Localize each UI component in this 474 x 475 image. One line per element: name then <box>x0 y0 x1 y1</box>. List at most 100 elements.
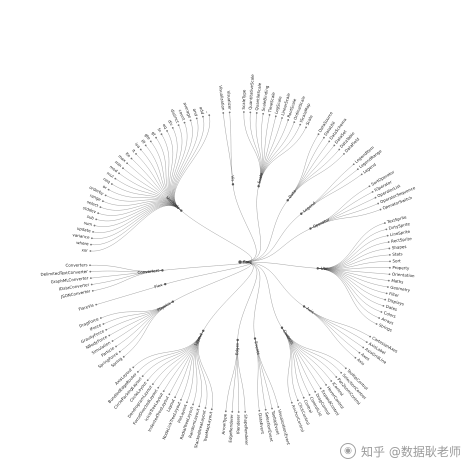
leaf--link <box>174 115 210 211</box>
leaf-converters-node <box>89 264 91 267</box>
leaf-rectsprite-label: RectSprite <box>391 236 413 244</box>
leaf-scale-label: Scale <box>304 114 313 126</box>
leaf-distinct-node <box>177 124 180 127</box>
leaf-operatorswitch-node <box>379 208 382 211</box>
leaf-iforce-node <box>102 323 105 325</box>
leaf-visualization-label: Visualization <box>218 85 226 111</box>
leaf-arrowtype-node <box>224 410 227 413</box>
leaf-arrowtype-link <box>225 339 238 412</box>
leaf-iscalemap-link <box>258 124 301 187</box>
leaf-legenditem-node <box>352 163 355 166</box>
leaf-eq-label: eq <box>162 123 169 130</box>
leaf-gt-node <box>155 136 157 139</box>
leaf-iff-label: iff <box>140 139 146 145</box>
leaf-where-label: where <box>76 240 89 246</box>
leaf-operatorswitch-link <box>310 209 381 229</box>
leaf-visualizer-node <box>228 111 231 114</box>
leaf-eq-node <box>166 130 168 132</box>
leaf-icicletreelayout-node <box>162 390 165 393</box>
leaf-treemaplayout-label: TreeMapLayout <box>202 411 213 443</box>
leaf-isa-node <box>139 148 142 151</box>
leaf-strings-node <box>375 323 378 325</box>
group-util-label: Util <box>321 266 328 272</box>
leaf-scale-node <box>305 126 307 129</box>
group-scale-label: Scale <box>256 172 264 184</box>
leaf-scalebinding-label: ScaleBinding <box>261 85 270 112</box>
leaf-circlelayout-node <box>146 379 149 382</box>
watermark-text: 知乎 @数据耿老师 <box>361 444 461 459</box>
leaf-converters-link <box>90 265 163 272</box>
leaf-axes-node <box>358 351 361 354</box>
leaf-sum-link <box>94 203 182 227</box>
leaf-sort-node <box>389 260 391 263</box>
leaf-update-link <box>93 204 182 233</box>
leaf-delimitedtextconverter-node <box>89 270 92 273</box>
leaf-quantilescale-node <box>255 112 258 114</box>
leaf-orderby-link <box>105 195 182 211</box>
leaf-and-label: and <box>192 108 199 117</box>
group-converters-node <box>161 269 164 272</box>
group-controls-link <box>239 261 283 328</box>
leaf-strings-label: Strings <box>378 322 393 332</box>
leaf-average-node <box>189 119 192 122</box>
leaf-iscalemap-node <box>299 123 302 126</box>
camera-icon: ◉ <box>340 443 356 459</box>
leaf-quantitativescale-label: QuantitativeScale <box>247 74 254 110</box>
leaf-filter-link <box>317 268 387 294</box>
leaf-gt-label: gt <box>151 131 158 138</box>
leaf-linearscale-node <box>281 117 283 119</box>
group-legend-node <box>300 212 303 215</box>
leaf-strings-link <box>317 268 377 325</box>
leaf-graphmlconverter-label: GraphMLConverter <box>50 275 89 284</box>
leaf-sub-label: sub <box>86 214 95 221</box>
group-axis-link <box>239 261 305 307</box>
leaf-forcedirectedlayout-node <box>157 386 160 389</box>
group-layout-link <box>203 261 254 331</box>
leaf-stddev-label: stddev <box>82 205 97 214</box>
group-scale-node <box>257 185 260 188</box>
leaf-min-node <box>122 167 124 170</box>
leaf-where-link <box>90 204 182 245</box>
leaf-neq-label: neq <box>102 176 111 184</box>
leaf-dirtysprite-link <box>317 229 387 269</box>
group-data-label: Data <box>287 188 297 199</box>
leaf-shapes-node <box>388 247 391 250</box>
leaf-fn-node <box>160 133 163 136</box>
leaf-mul-node <box>114 177 117 180</box>
leaf-isa-label: isa <box>134 141 142 149</box>
leaf-range-link <box>102 200 182 211</box>
leaf-operatorsequence-node <box>377 202 380 205</box>
leaf-arrowtype-label: ArrowType <box>221 413 228 435</box>
leaf-maths-node <box>387 279 390 282</box>
leaf-shapes-label: Shapes <box>392 244 407 250</box>
leaf-datasource-node <box>317 133 320 136</box>
leaf-mul-label: mul <box>106 171 115 179</box>
leaf-or-node <box>107 188 110 191</box>
leaf-jsonconverter-node <box>91 289 94 292</box>
leaf-datafield-link <box>287 153 345 201</box>
leaf-quantilescale-label: QuantileScale <box>254 82 262 111</box>
leaf-legend-node <box>360 173 363 176</box>
leaf-idataconverter-label: IDataConverter <box>58 282 89 292</box>
leaf-tooltipcontrol-node <box>344 367 347 370</box>
group-vis-node <box>231 183 235 186</box>
leaf-simulation-node <box>111 340 114 342</box>
leaf-lt-node <box>135 152 137 155</box>
leaf-property-node <box>388 266 391 269</box>
leaf-axes-label: Axes <box>360 352 371 362</box>
leaf-gte-label: gte <box>144 132 152 141</box>
leaf-iforce-label: IForce <box>89 322 102 332</box>
leaf-idataconverter-node <box>90 283 93 286</box>
root-label: flare <box>243 260 253 265</box>
leaf-fn-label: fn <box>156 127 163 133</box>
leaf-operatorlist-node <box>374 196 377 199</box>
leaf-orientation-label: Orientation <box>392 271 415 278</box>
group-vis-link <box>232 184 257 263</box>
leaf-arrays-link <box>317 268 380 319</box>
leaf-springforce-link <box>119 301 173 352</box>
leaf-property-label: Property <box>392 265 410 271</box>
leaf-div-node <box>171 127 174 129</box>
leaf-dragforce-node <box>99 317 102 319</box>
group-operator-link <box>239 228 311 263</box>
